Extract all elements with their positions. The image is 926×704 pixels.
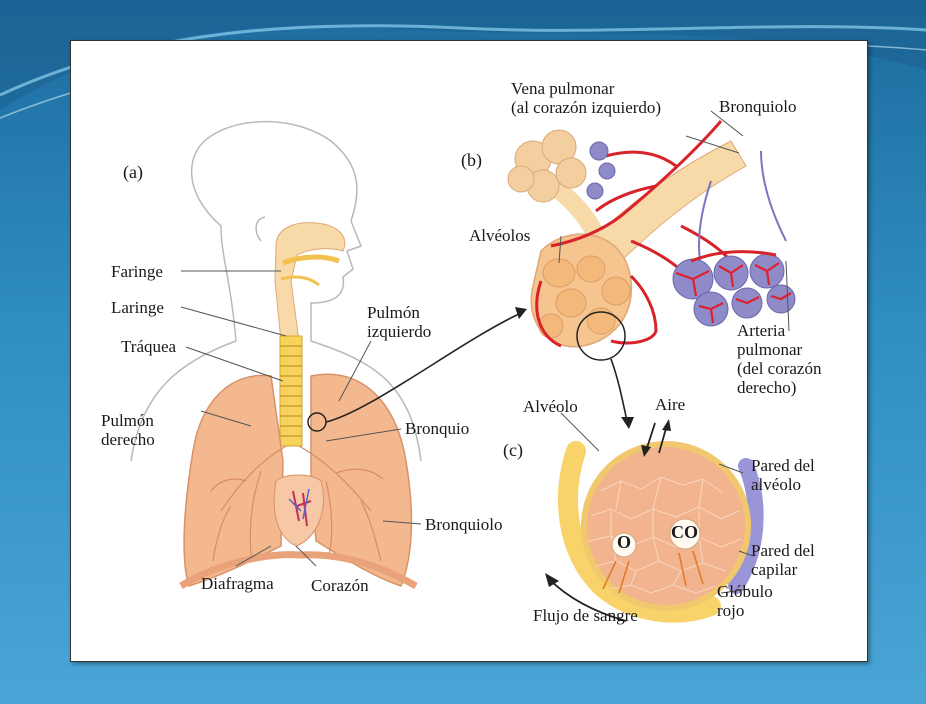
label-pulmon-izquierdo-line2: izquierdo (367, 322, 431, 341)
label-bronquiolo-a: Bronquiolo (425, 515, 502, 534)
label-diafragma: Diafragma (201, 574, 274, 593)
label-corazon: Corazón (311, 576, 369, 595)
upper-airway (275, 223, 345, 341)
label-laringe: Laringe (111, 298, 164, 317)
label-carbon-monoxide: CO (671, 523, 698, 542)
label-globulo-rojo-line1: Glóbulo (717, 582, 773, 601)
label-alveolo: Alvéolo (523, 397, 578, 416)
zoom-arrow-b-c (611, 359, 627, 421)
label-globulo-rojo: Glóbulo rojo (717, 582, 773, 620)
label-arteria-pulmonar-line4: derecho) (737, 378, 821, 397)
zoom-arrowhead-b-c (621, 417, 634, 429)
label-pared-alveolo-line2: alvéolo (751, 475, 815, 494)
zoom-arrowhead-a-b (515, 307, 527, 319)
label-arteria-pulmonar-line3: (del corazón (737, 359, 821, 378)
label-pulmon-derecho: Pulmón derecho (101, 411, 155, 449)
label-pulmon-izquierdo: Pulmón izquierdo (367, 303, 431, 341)
label-globulo-rojo-line2: rojo (717, 601, 773, 620)
label-alveolos: Alvéolos (469, 226, 530, 245)
trachea-drawing (280, 336, 302, 446)
panel-label-b: (b) (461, 151, 482, 170)
label-arteria-pulmonar: Arteria pulmonar (del corazón derecho) (737, 321, 821, 397)
label-pulmon-izquierdo-line1: Pulmón (367, 303, 431, 322)
label-vena-pulmonar: Vena pulmonar (al corazón izquierdo) (511, 79, 661, 117)
label-pared-capilar: Pared del capilar (751, 541, 815, 579)
label-pulmon-derecho-line1: Pulmón (101, 411, 155, 430)
panel-label-a: (a) (123, 163, 143, 182)
label-pared-alveolo-line1: Pared del (751, 456, 815, 475)
diagram-panel: (a) (b) (c) Faringe Laringe Tráquea Pulm… (70, 40, 868, 662)
label-bronquiolo-b: Bronquiolo (719, 97, 796, 116)
label-arteria-pulmonar-line1: Arteria (737, 321, 821, 340)
label-arteria-pulmonar-line2: pulmonar (737, 340, 821, 359)
label-vena-pulmonar-line1: Vena pulmonar (511, 79, 661, 98)
label-pared-alveolo: Pared del alvéolo (751, 456, 815, 494)
label-pared-capilar-line1: Pared del (751, 541, 815, 560)
label-flujo-sangre: Flujo de sangre (533, 606, 638, 625)
label-bronquio: Bronquio (405, 419, 469, 438)
label-aire: Aire (655, 395, 685, 414)
panel-label-c: (c) (503, 441, 523, 460)
label-pulmon-derecho-line2: derecho (101, 430, 155, 449)
label-faringe: Faringe (111, 262, 163, 281)
label-vena-pulmonar-line2: (al corazón izquierdo) (511, 98, 661, 117)
label-pared-capilar-line2: capilar (751, 560, 815, 579)
label-oxygen: O (617, 533, 631, 552)
label-traquea: Tráquea (121, 337, 176, 356)
